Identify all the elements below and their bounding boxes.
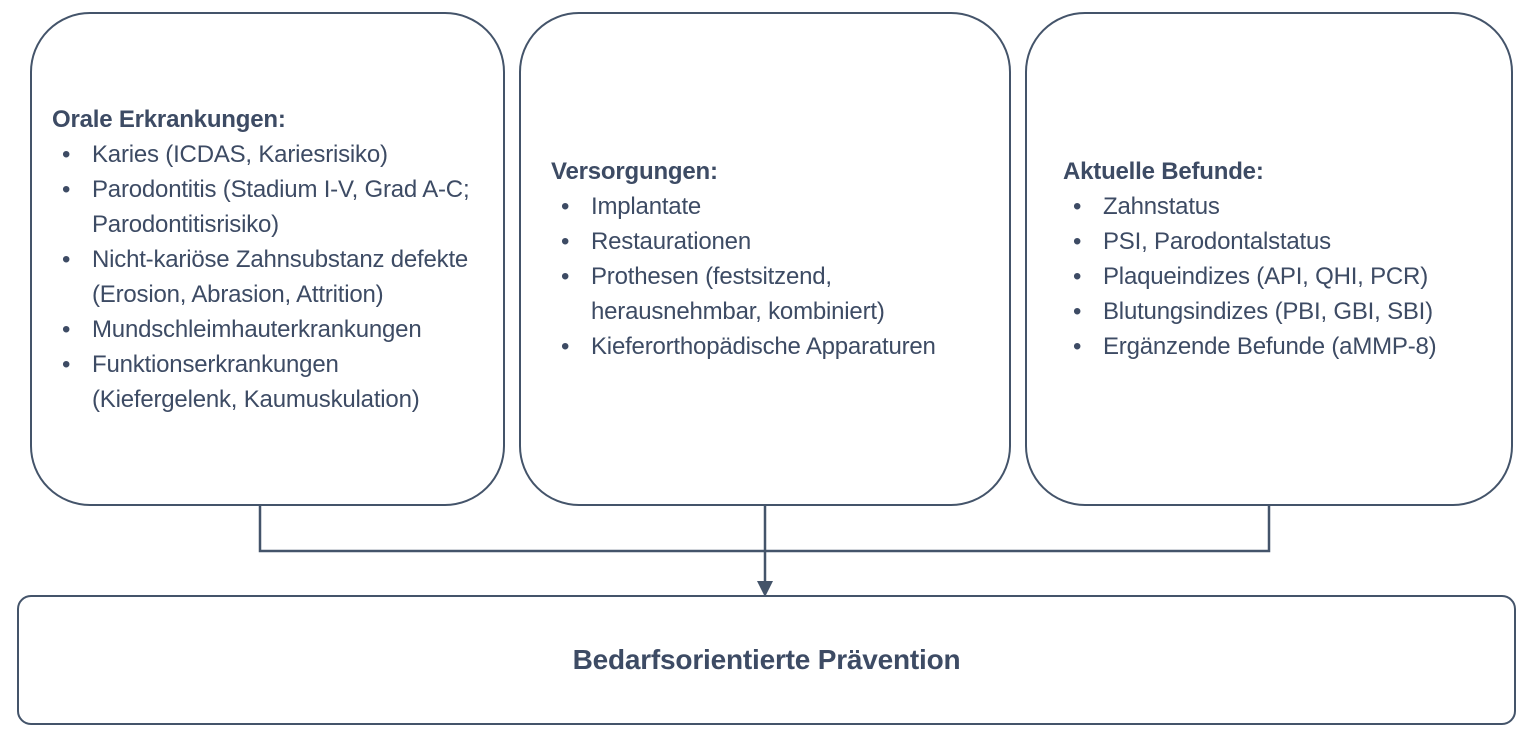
box-heading: Orale Erkrankungen: xyxy=(52,105,286,133)
bullet-item: Plaqueindizes (API, QHI, PCR) xyxy=(1063,259,1501,294)
bullet-item: Ergänzende Befunde (aMMP-8) xyxy=(1063,329,1501,364)
bullet-item: Nicht-kariöse Zahnsubstanz defekte (Eros… xyxy=(52,242,487,312)
bullet-list: Karies (ICDAS, Kariesrisiko) Parodontiti… xyxy=(52,137,487,417)
bullet-list: Zahnstatus PSI, Parodontalstatus Plaquei… xyxy=(1063,189,1501,364)
bullet-item: Parodontitis (Stadium I-V, Grad A-C; Par… xyxy=(52,172,487,242)
box-heading: Aktuelle Befunde: xyxy=(1063,158,1264,185)
bullet-item: Funktionserkrankungen (Kiefergelenk, Kau… xyxy=(52,347,487,417)
bullet-item: Zahnstatus xyxy=(1063,189,1501,224)
result-label: Bedarfsorientierte Prävention xyxy=(572,644,961,675)
bullet-item: Blutungsindizes (PBI, GBI, SBI) xyxy=(1063,294,1501,329)
bullet-item: Implantate xyxy=(551,189,957,224)
bullet-item: Restaurationen xyxy=(551,224,957,259)
connector-bracket xyxy=(258,506,1271,553)
source-box-aktuelle-befunde: Aktuelle Befunde: Zahnstatus PSI, Parodo… xyxy=(1025,12,1513,506)
bullet-item: Mundschleimhauterkrankungen xyxy=(52,312,487,347)
result-box: Bedarfsorientierte Prävention xyxy=(17,595,1516,725)
source-box-versorgungen: Versorgungen: Implantate Restaurationen … xyxy=(519,12,1011,506)
bullet-item: PSI, Parodontalstatus xyxy=(1063,224,1501,259)
bullet-item: Kieferorthopädische Apparaturen xyxy=(551,329,957,364)
box-heading: Versorgungen: xyxy=(551,158,718,185)
bullet-list: Implantate Restaurationen Prothesen (fes… xyxy=(551,189,957,364)
bullet-item: Karies (ICDAS, Kariesrisiko) xyxy=(52,137,487,172)
bullet-item: Prothesen (festsitzend, herausnehmbar, k… xyxy=(551,259,957,329)
source-box-orale-erkrankungen: Orale Erkrankungen: Karies (ICDAS, Karie… xyxy=(30,12,505,506)
